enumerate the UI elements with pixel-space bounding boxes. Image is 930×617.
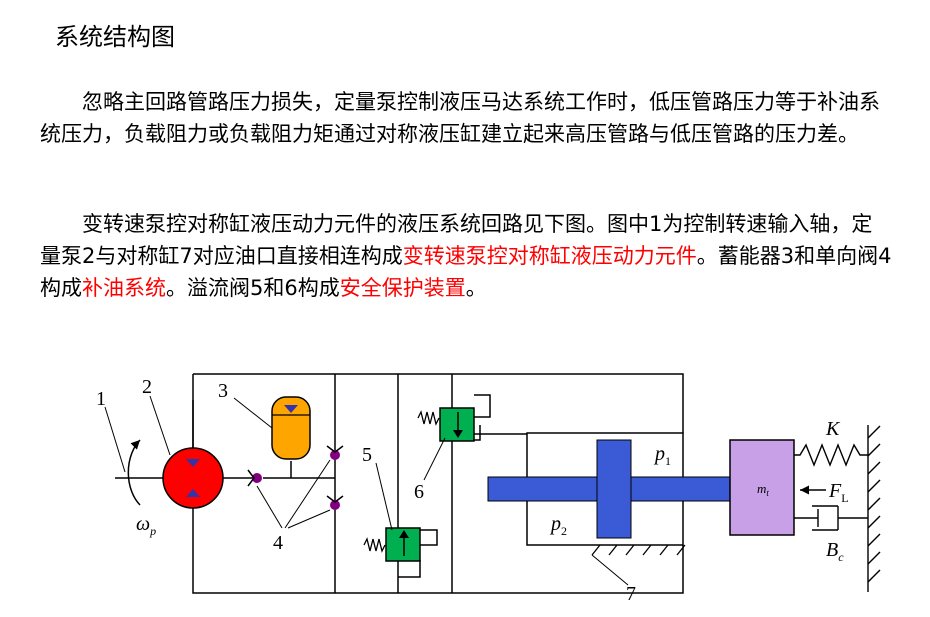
highlight-safety-device: 安全保护装置 xyxy=(339,276,466,300)
para2-text-1: 变转速泵控对称缸液压动力元件的液压系统回路见下图。图中1为控制转速输入轴，定量泵… xyxy=(40,212,873,268)
label-p2: p2 xyxy=(549,513,567,538)
piping xyxy=(115,373,684,594)
spring-k xyxy=(794,443,868,467)
label-7: 7 xyxy=(626,583,636,605)
paragraph-circuit-description: 变转速泵控对称缸液压动力元件的液压系统回路见下图。图中1为控制转速输入轴，定量泵… xyxy=(40,208,892,304)
leader-lines xyxy=(104,395,629,586)
fixed-wall xyxy=(867,425,881,592)
pump-2 xyxy=(162,447,224,509)
slide-title: 系统结构图 xyxy=(55,23,175,51)
label-1: 1 xyxy=(96,388,106,410)
label-6: 6 xyxy=(414,481,424,503)
label-5: 5 xyxy=(362,444,372,466)
label-omega: ωp xyxy=(136,513,156,538)
label-3: 3 xyxy=(218,380,228,402)
label-4: 4 xyxy=(273,532,283,554)
load-mass xyxy=(729,439,795,536)
label-bc: Bc xyxy=(826,539,844,564)
check-valve-4b xyxy=(326,445,344,460)
paragraph-intro: 忽略主回路管路压力损失，定量泵控制液压马达系统工作时，低压管路压力等于补油系统压… xyxy=(40,90,880,146)
relief-valve-6 xyxy=(417,407,475,442)
cylinder-7 xyxy=(487,432,731,556)
label-mt: mt xyxy=(757,481,769,498)
label-k: K xyxy=(825,418,841,440)
check-valve-4a xyxy=(247,469,262,487)
accumulator-3 xyxy=(271,396,311,460)
para2-text-3: 。溢流阀5和6构成 xyxy=(166,276,340,300)
highlight-power-element: 变转速泵控对称缸液压动力元件 xyxy=(402,244,697,268)
damper-bc xyxy=(794,505,868,531)
relief-valve-5 xyxy=(363,527,421,562)
label-2: 2 xyxy=(142,376,152,398)
highlight-charge-system: 补油系统 xyxy=(82,276,166,300)
label-fl: FL xyxy=(828,480,849,505)
para2-text-2: 。蓄能器3和单向阀4构成 xyxy=(40,244,892,300)
para2-text-4: 。 xyxy=(465,276,487,300)
label-p1: p1 xyxy=(653,443,671,468)
rotation-arrow-icon xyxy=(127,439,141,506)
check-valve-4c xyxy=(326,495,344,510)
